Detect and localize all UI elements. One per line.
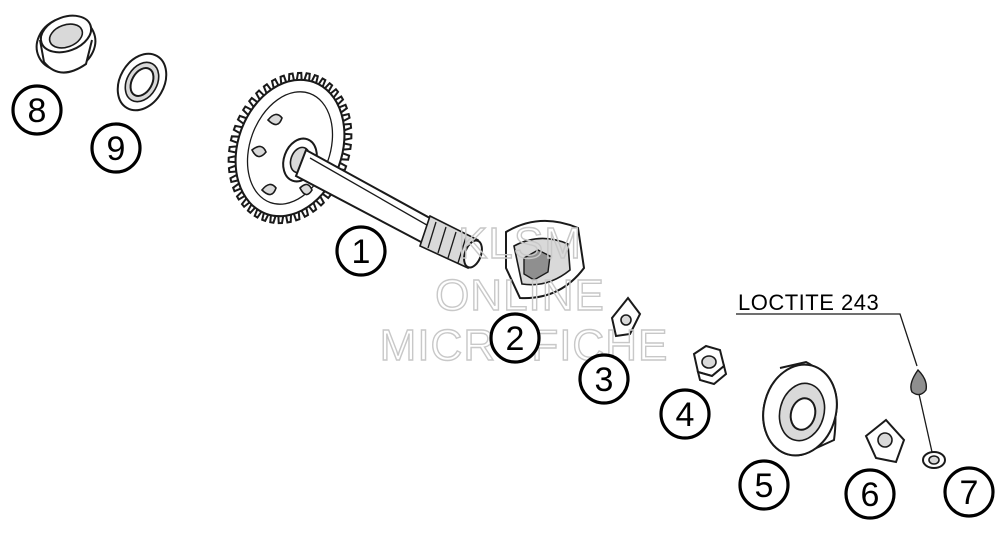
svg-text:4: 4 (676, 396, 695, 434)
svg-text:2: 2 (506, 320, 525, 358)
part-7-screw[interactable] (922, 451, 946, 469)
part-4-nut[interactable] (692, 344, 728, 386)
svg-text:3: 3 (595, 361, 614, 399)
callout-9[interactable]: 9 (90, 122, 142, 174)
loctite-note-text: LOCTITE 243 (738, 290, 879, 315)
part-2-ratchet[interactable] (505, 219, 586, 300)
callout-5[interactable]: 5 (738, 459, 790, 511)
callout-6[interactable]: 6 (844, 468, 896, 520)
callout-1[interactable]: 1 (335, 225, 387, 277)
svg-text:1: 1 (352, 233, 371, 271)
part-5-bearing[interactable] (753, 356, 846, 464)
callout-4[interactable]: 4 (659, 388, 711, 440)
part-6-lock-plate[interactable] (864, 418, 906, 464)
svg-text:5: 5 (755, 467, 774, 505)
svg-text:8: 8 (28, 92, 47, 130)
callout-7[interactable]: 7 (943, 466, 995, 518)
part-8-bushing[interactable] (28, 8, 104, 80)
part-1-gear-shaft[interactable] (217, 64, 485, 270)
svg-text:9: 9 (107, 130, 126, 168)
callout-2[interactable]: 2 (489, 312, 541, 364)
svg-text:7: 7 (960, 474, 979, 512)
loctite-drop-icon (910, 368, 928, 396)
watermark: KLSM ONLINE MICROFICHE (379, 218, 668, 370)
part-3-clip[interactable] (610, 296, 642, 338)
svg-text:ONLINE: ONLINE (435, 271, 605, 320)
svg-text:KLSM: KLSM (458, 219, 582, 268)
loctite-note: LOCTITE 243 (736, 290, 933, 453)
part-9-seal-ring[interactable] (108, 45, 176, 119)
callout-8[interactable]: 8 (11, 84, 63, 136)
callout-3[interactable]: 3 (578, 353, 630, 405)
svg-text:6: 6 (861, 476, 880, 514)
